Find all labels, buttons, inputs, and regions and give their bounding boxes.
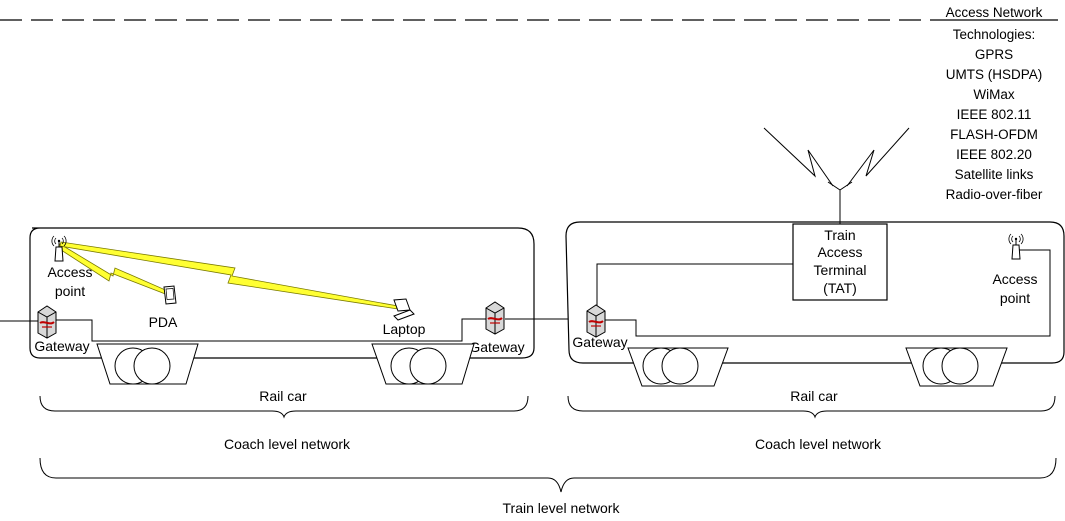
right-rail-car-label: Rail car xyxy=(790,388,838,404)
technology-item: UMTS (HSDPA) xyxy=(946,67,1043,82)
technology-item: GPRS xyxy=(975,47,1013,62)
right-access-point-label: point xyxy=(1000,290,1030,306)
train-network-brace xyxy=(39,457,1057,493)
technology-item: Satellite links xyxy=(955,167,1034,182)
right-rail-car-brace xyxy=(567,395,1056,419)
right-tat-wire xyxy=(596,263,793,308)
technology-item: IEEE 802.11 xyxy=(957,107,1032,122)
left-rail-car-label: Rail car xyxy=(259,388,307,404)
left-access-point-label: Access xyxy=(47,264,92,280)
laptop-label: Laptop xyxy=(383,321,426,337)
left-gateway-label: Gateway xyxy=(34,338,89,354)
right-ap-wire xyxy=(605,249,1051,337)
access-network-title: Access Network xyxy=(946,5,1043,20)
right-car-bogie-rear xyxy=(905,347,1008,387)
left-gateway-icon xyxy=(37,305,57,339)
tat-label: Terminal xyxy=(814,262,867,278)
middle-gateway-label: Gateway xyxy=(469,339,524,355)
laptop-icon xyxy=(393,298,415,321)
access-network-legend: Access Network Technologies: GPRS UMTS (… xyxy=(946,5,1043,202)
technology-item: WiMax xyxy=(973,87,1014,102)
train-network-label: Train level network xyxy=(503,500,621,516)
right-gateway-label: Gateway xyxy=(572,334,627,350)
right-car-bogie-front xyxy=(627,347,729,387)
middle-gateway-icon xyxy=(485,301,505,335)
left-ap-wire xyxy=(50,318,493,342)
tat-antenna-icon xyxy=(763,127,910,224)
technology-item: FLASH-OFDM xyxy=(950,127,1038,142)
right-gateway-icon xyxy=(586,304,606,338)
left-rail-car-body xyxy=(29,227,535,359)
tat-label: (TAT) xyxy=(823,280,857,296)
tat-box xyxy=(792,223,888,301)
pda-label: PDA xyxy=(149,314,178,330)
right-access-point-label: Access xyxy=(992,271,1037,287)
left-rail-car-brace xyxy=(39,395,529,419)
left-access-point-label: point xyxy=(55,283,85,299)
technology-item: Radio-over-fiber xyxy=(946,187,1043,202)
tat-label: Train xyxy=(824,227,855,243)
left-car-bogie-rear xyxy=(371,343,475,385)
pda-icon xyxy=(163,285,177,305)
tat-label: Access xyxy=(817,244,862,260)
right-coach-network-label: Coach level network xyxy=(755,436,882,452)
technologies-label: Technologies: xyxy=(953,27,1036,42)
left-coach-network-label: Coach level network xyxy=(224,436,351,452)
technology-item: IEEE 802.20 xyxy=(956,147,1032,162)
left-car-bogie-front xyxy=(96,343,199,385)
